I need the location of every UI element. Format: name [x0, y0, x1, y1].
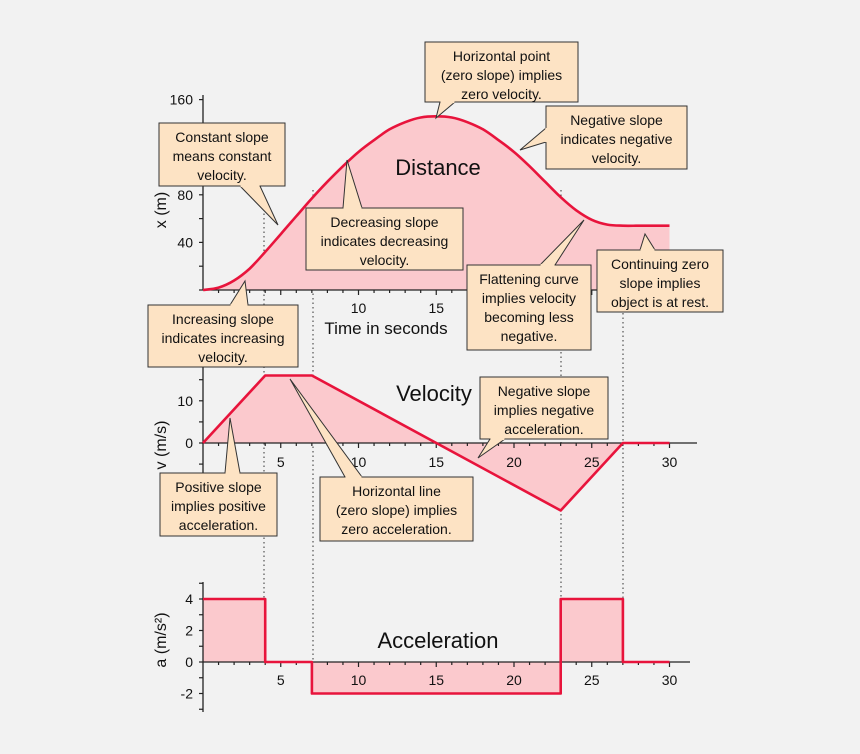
- callout-box: [319, 476, 474, 542]
- callout-line: Flattening curve: [479, 271, 579, 287]
- callout-box: [158, 122, 286, 187]
- callout-line: velocity.: [197, 167, 247, 183]
- acceleration-area: [203, 599, 670, 694]
- dist-y-tick-label: 40: [177, 234, 193, 250]
- vel-y-tick-label: 0: [185, 435, 193, 451]
- callout-increasing-slope: Increasing slope indicates increasing velo…: [147, 279, 299, 368]
- callout-box: [466, 264, 592, 351]
- acceleration-title: Acceleration: [377, 628, 498, 653]
- velocity-curve: [202, 374, 670, 512]
- callout-box: [479, 376, 609, 440]
- callout-constant-slope: Constant slope means constant velocity.: [158, 122, 286, 226]
- callout-line: zero acceleration.: [341, 521, 452, 537]
- vel-x-tick-label: 30: [662, 454, 678, 470]
- callout-flattening-curve: Flattening curve implies velocity becoming…: [466, 219, 592, 351]
- acc-x-tick-label: 5: [277, 672, 285, 688]
- dist-x-tick-label: 10: [351, 300, 367, 316]
- callout-box: [159, 472, 278, 537]
- callout-line: acceleration.: [504, 421, 583, 437]
- callout-line: implies positive: [171, 498, 266, 514]
- velocity-axes: 0 10 5 10 15 20 25 30: [177, 365, 697, 475]
- callout-box: [545, 105, 688, 170]
- callout-line: indicates decreasing: [321, 233, 449, 249]
- callout-line: Constant slope: [175, 129, 269, 145]
- vel-x-tick-label: 15: [428, 454, 444, 470]
- callout-negative-accel: Negative slope implies negative accelerati…: [477, 376, 609, 459]
- vel-x-tick-label: 5: [277, 454, 285, 470]
- acc-y-tick-label: 2: [185, 623, 193, 639]
- callout-line: Decreasing slope: [330, 214, 438, 230]
- callout-box: [305, 207, 464, 271]
- callout-box: [596, 249, 724, 313]
- callout-line: Negative slope: [498, 383, 591, 399]
- callout-line: Horizontal line: [352, 483, 441, 499]
- callout-line: indicates increasing: [162, 330, 285, 346]
- acc-x-tick-label: 10: [351, 672, 367, 688]
- acceleration-y-axis-label: a (m/s²): [153, 612, 170, 667]
- callouts: Horizontal point (zero slope) implies zero…: [147, 41, 724, 542]
- callout-decreasing-slope: Decreasing slope indicates decreasing velo…: [305, 159, 464, 271]
- acc-x-tick-label: 30: [662, 672, 678, 688]
- dist-y-tick-label: 80: [177, 187, 193, 203]
- acc-x-tick-label: 25: [584, 672, 600, 688]
- callout-line: velocity.: [360, 252, 410, 268]
- vel-x-tick-label: 10: [351, 454, 367, 470]
- callout-line: velocity.: [198, 349, 248, 365]
- vel-x-tick-label: 20: [506, 454, 522, 470]
- velocity-y-axis-label: v (m/s): [153, 421, 170, 470]
- callout-box: [147, 304, 299, 368]
- distance-title: Distance: [395, 155, 481, 180]
- callout-continuing-zero: Continuing zero slope implies object is at…: [596, 232, 724, 313]
- callout-line: (zero slope) implies: [336, 502, 457, 518]
- callout-line: object is at rest.: [611, 294, 709, 310]
- callout-line: implies negative: [494, 402, 595, 418]
- vel-x-tick-label: 25: [584, 454, 600, 470]
- acc-y-tick-label: 0: [185, 654, 193, 670]
- acceleration-curve: [203, 597, 670, 695]
- callout-box: [424, 41, 579, 103]
- dist-y-tick-label: 160: [170, 92, 194, 108]
- callout-pointer: [238, 185, 279, 226]
- distance-x-axis-label: Time in seconds: [324, 319, 447, 338]
- vel-y-tick-label: 10: [177, 393, 193, 409]
- callout-line: negative.: [501, 328, 558, 344]
- callout-line: zero velocity.: [461, 86, 542, 102]
- acc-x-tick-label: 15: [428, 672, 444, 688]
- callout-pointer-join: [544, 127, 548, 143]
- distance-y-axis-label: x (m): [153, 192, 170, 228]
- acc-y-tick-label: 4: [185, 591, 193, 607]
- callout-line: acceleration.: [179, 517, 258, 533]
- callout-line: Positive slope: [175, 479, 262, 495]
- callout-line: Continuing zero: [611, 256, 709, 272]
- velocity-panel: 0 10 5 10 15 20 25 30 Velocity v (m/s): [153, 365, 697, 512]
- callout-negative-slope: Negative slope indicates negative velocity…: [519, 105, 688, 170]
- callout-horizontal-line: Horizontal line (zero slope) implies zero …: [289, 378, 474, 542]
- callout-pointer: [519, 126, 547, 151]
- acc-x-tick-label: 20: [506, 672, 522, 688]
- acceleration-axes: -2 0 2 4 5 10 15 20 25 30: [181, 582, 690, 712]
- callout-positive-slope: Positive slope implies positive accelerati…: [159, 417, 278, 537]
- callout-line: implies velocity: [482, 290, 576, 306]
- acc-y-tick-label: -2: [181, 686, 194, 702]
- callout-line: becoming less: [484, 309, 574, 325]
- callout-line: indicates negative: [560, 131, 672, 147]
- callout-line: (zero slope) implies: [441, 67, 562, 83]
- callout-line: Increasing slope: [172, 311, 274, 327]
- callout-line: velocity.: [592, 150, 642, 166]
- callout-line: Negative slope: [570, 112, 663, 128]
- acceleration-panel: -2 0 2 4 5 10 15 20 25 30 Acceleration a (m/s²): [153, 582, 690, 712]
- velocity-title: Velocity: [396, 381, 472, 406]
- dist-x-tick-label: 15: [428, 300, 444, 316]
- callout-line: means constant: [173, 148, 272, 164]
- callout-line: Horizontal point: [453, 48, 550, 64]
- callout-horizontal-point: Horizontal point (zero slope) implies zero…: [424, 41, 579, 120]
- callout-line: slope implies: [620, 275, 701, 291]
